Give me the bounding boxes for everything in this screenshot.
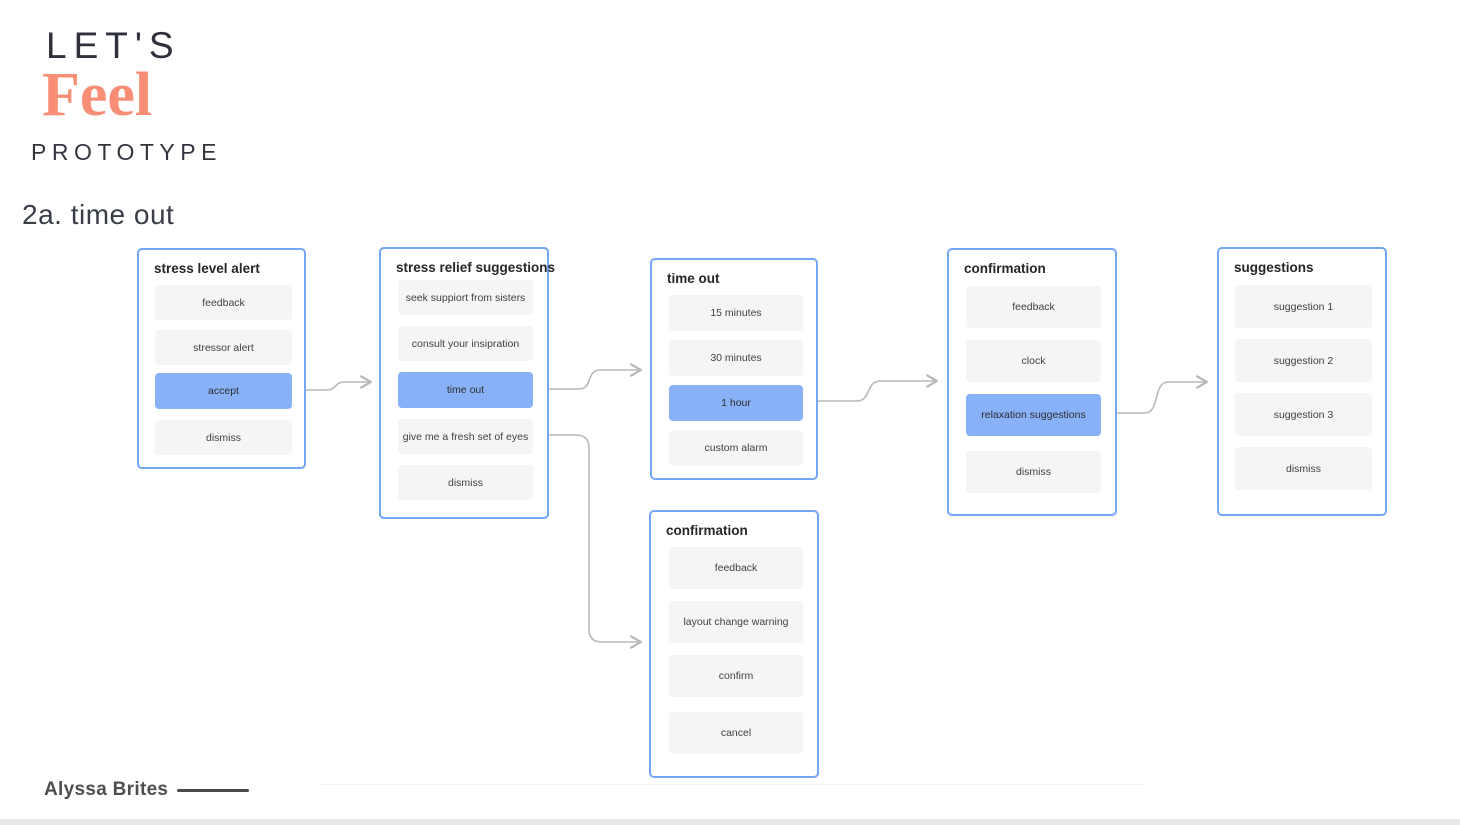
logo-prototype: PROTOTYPE <box>31 139 222 165</box>
button-30-minutes[interactable]: 30 minutes <box>669 340 803 376</box>
button-suggestion-2[interactable]: suggestion 2 <box>1235 339 1372 382</box>
button-dismiss[interactable]: dismiss <box>398 465 533 500</box>
button-relaxation-suggestions[interactable]: relaxation suggestions <box>966 394 1101 436</box>
arrow-1hour-to-confirmation-panel <box>801 374 938 402</box>
button-dismiss[interactable]: dismiss <box>155 420 292 455</box>
panel-stress-relief-suggestions: stress relief suggestions seek suppiort … <box>379 247 555 519</box>
button-1-hour[interactable]: 1 hour <box>669 385 803 421</box>
panel-confirmation-relaxation: confirmation feedback clock relaxation s… <box>947 248 1117 516</box>
page-title: 2a. time out <box>22 199 175 230</box>
button-dismiss[interactable]: dismiss <box>1235 447 1372 490</box>
panel-time-out: time out 15 minutes 30 minutes 1 hour cu… <box>650 258 818 480</box>
panel-title: stress level alert <box>154 261 260 276</box>
bottom-edge-strip <box>0 819 1460 825</box>
button-time-out[interactable]: time out <box>398 372 533 408</box>
logo-lets: LET'S <box>46 25 181 66</box>
button-feedback[interactable]: feedback <box>966 286 1101 328</box>
panel-title: stress relief suggestions <box>396 260 556 275</box>
panel-suggestions: suggestions suggestion 1 suggestion 2 su… <box>1217 247 1387 516</box>
panel-stress-level-alert: stress level alert feedback stressor ale… <box>137 248 306 469</box>
panel-confirmation-layout-change: confirmation feedback layout change warn… <box>649 510 819 778</box>
panel-title: suggestions <box>1234 260 1314 275</box>
button-custom-alarm[interactable]: custom alarm <box>669 430 803 466</box>
button-cancel[interactable]: cancel <box>669 712 803 754</box>
faint-divider <box>322 784 1142 785</box>
logo-feel: Feel <box>42 61 153 129</box>
button-layout-change-warning[interactable]: layout change warning <box>669 601 803 643</box>
button-consult-inspiration[interactable]: consult your insipration <box>398 326 533 361</box>
button-seek-support[interactable]: seek suppiort from sisters <box>398 280 533 315</box>
button-clock[interactable]: clock <box>966 340 1101 382</box>
button-dismiss[interactable]: dismiss <box>966 451 1101 493</box>
button-suggestion-3[interactable]: suggestion 3 <box>1235 393 1372 436</box>
button-feedback[interactable]: feedback <box>669 547 803 589</box>
button-fresh-set-of-eyes[interactable]: give me a fresh set of eyes <box>398 419 533 454</box>
panel-title: confirmation <box>964 261 1046 276</box>
button-confirm[interactable]: confirm <box>669 655 803 697</box>
button-15-minutes[interactable]: 15 minutes <box>669 295 803 331</box>
button-feedback[interactable]: feedback <box>155 285 292 320</box>
button-stressor-alert[interactable]: stressor alert <box>155 330 292 365</box>
author-underline <box>177 789 249 792</box>
panel-title: time out <box>667 271 720 286</box>
author-name: Alyssa Brites <box>44 779 169 800</box>
button-accept[interactable]: accept <box>155 373 292 409</box>
button-suggestion-1[interactable]: suggestion 1 <box>1235 285 1372 328</box>
panel-title: confirmation <box>666 523 748 538</box>
